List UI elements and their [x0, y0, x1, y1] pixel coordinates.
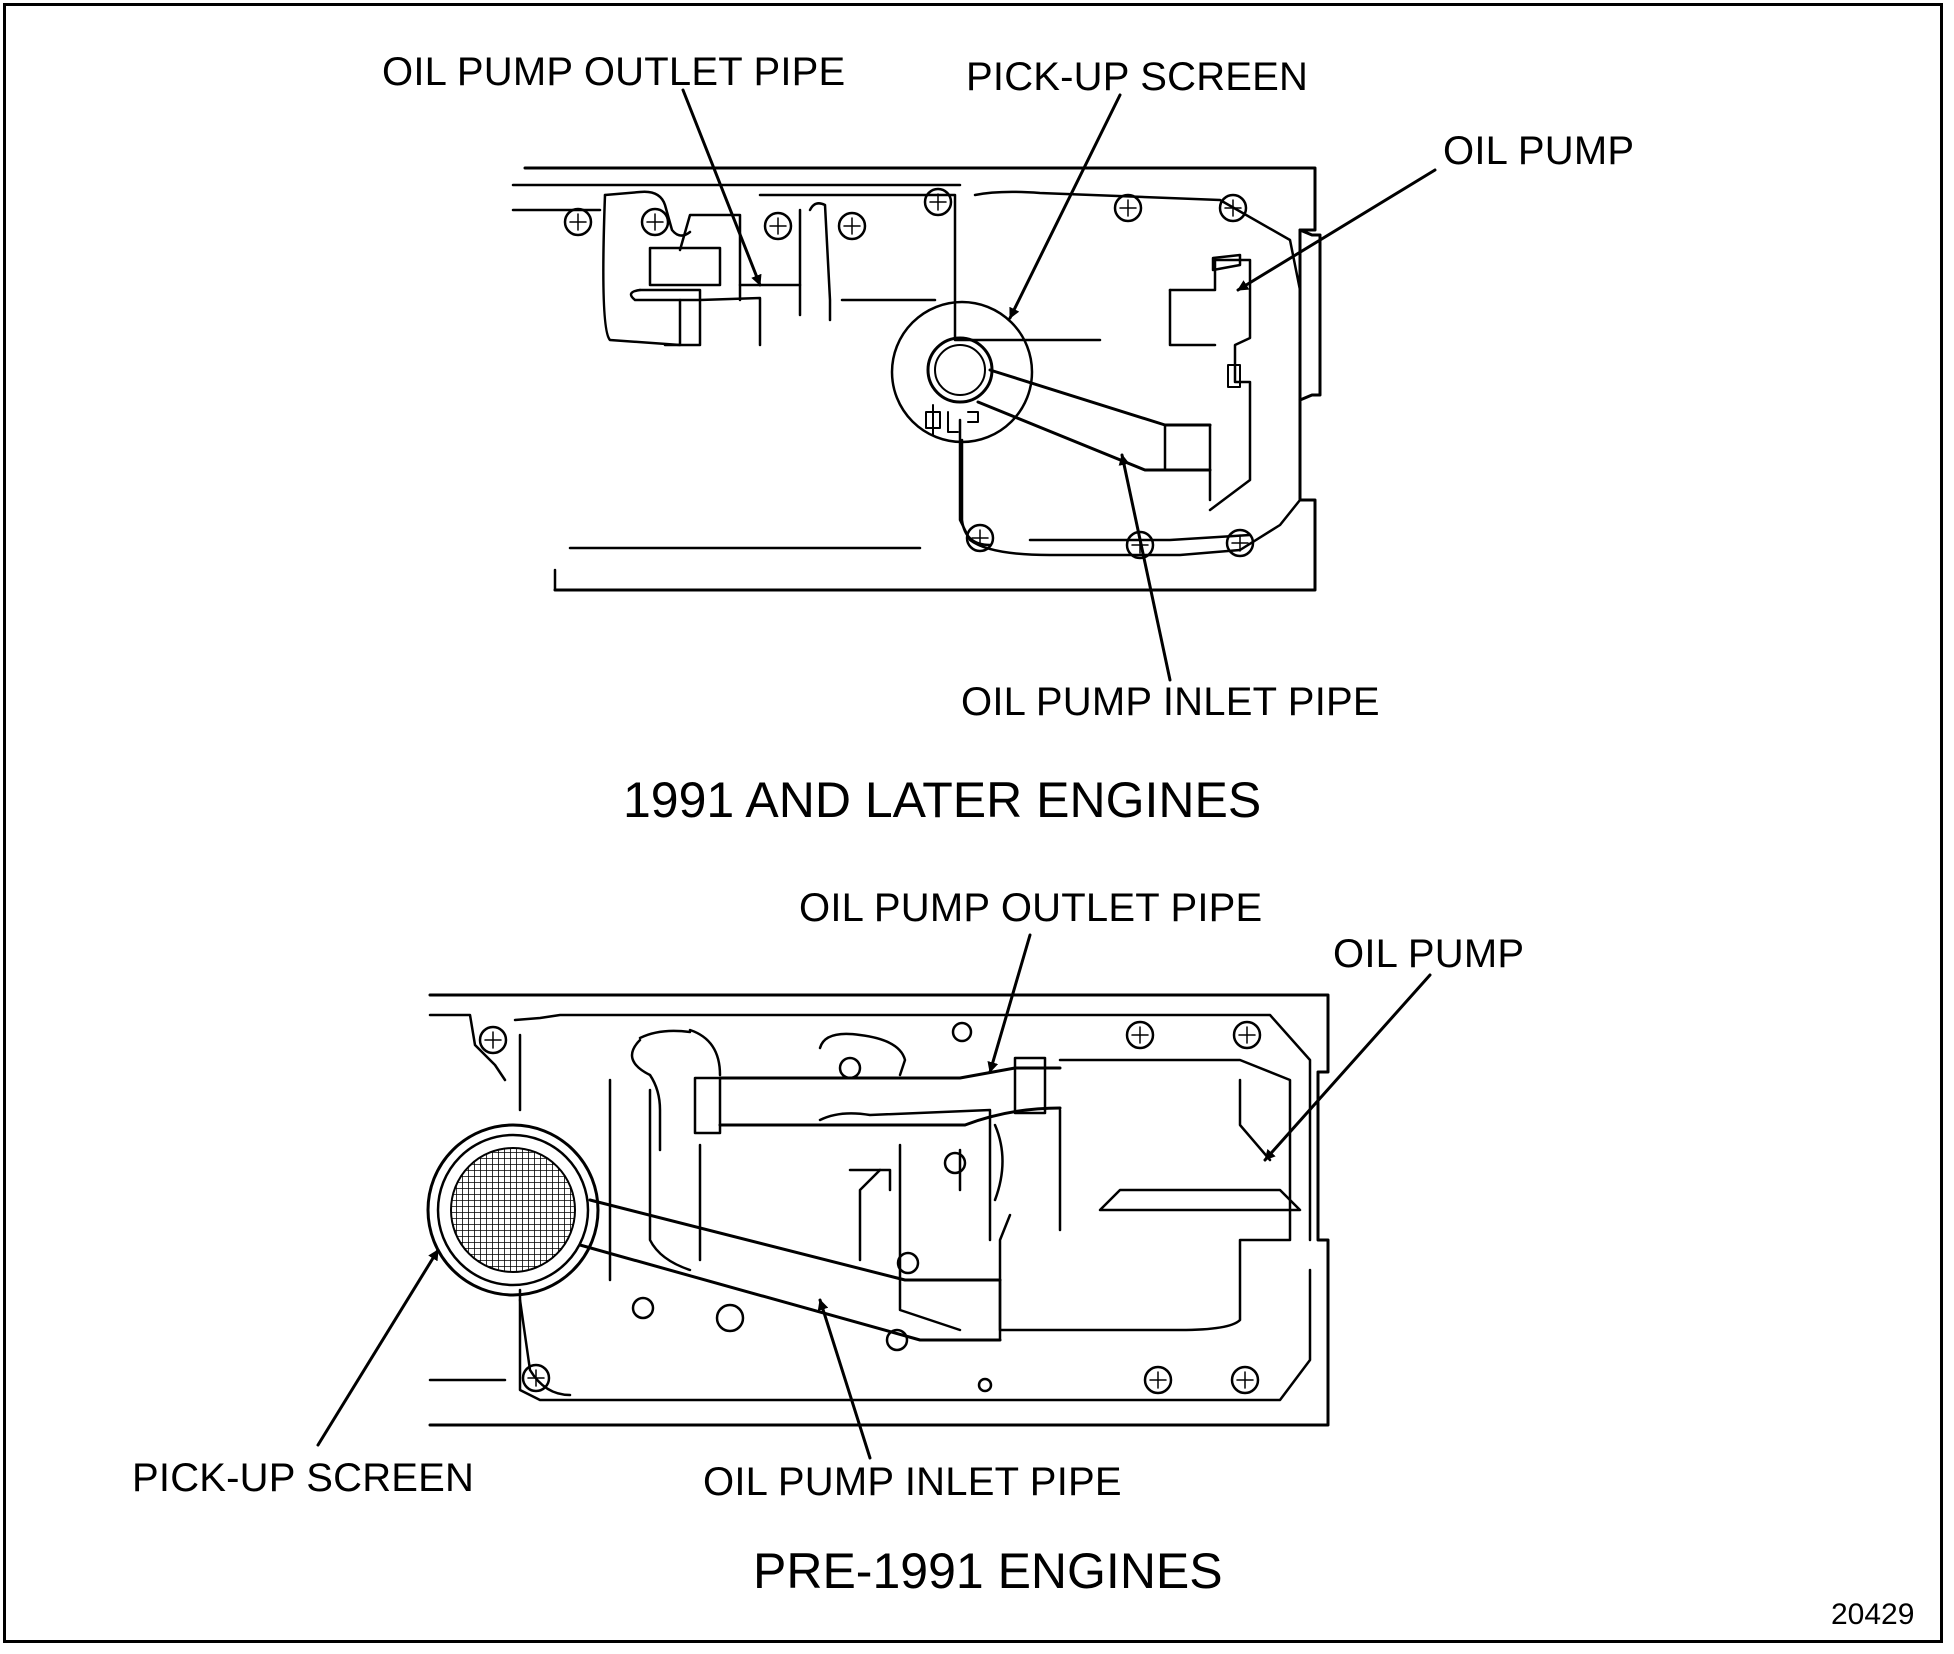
- top-oil-pump-label: OIL PUMP: [1443, 129, 1635, 173]
- top-inlet-pipe-leader: [1118, 453, 1172, 682]
- bottom-view-caption: PRE-1991 ENGINES: [753, 1543, 1223, 1599]
- bottom-oil-pump-leader: [1263, 973, 1432, 1162]
- top-oil-pump-leader: [1236, 168, 1437, 292]
- bottom-outlet-pipe-leader: [987, 933, 1032, 1074]
- top-inlet-pipe-label: OIL PUMP INLET PIPE: [961, 680, 1380, 724]
- top-outlet-pipe-label: OIL PUMP OUTLET PIPE: [382, 50, 846, 94]
- top-outlet-pipe-leader: [681, 88, 762, 287]
- top-oil-pump-body: [1168, 258, 1252, 512]
- bottom-pickup-screen: [426, 1123, 600, 1297]
- top-view-caption: 1991 AND LATER ENGINES: [623, 772, 1262, 828]
- top-engine-view: [511, 166, 1322, 592]
- bottom-outlet-pipe-label: OIL PUMP OUTLET PIPE: [799, 886, 1263, 930]
- top-pickup-screen: [890, 300, 1034, 444]
- bottom-inlet-pipe: [578, 1198, 1002, 1342]
- figure-number: 20429: [1831, 1598, 1915, 1631]
- bottom-oil-pump-body: [998, 1058, 1292, 1332]
- bottom-pickup-screen-label: PICK-UP SCREEN: [132, 1456, 475, 1500]
- top-pan-bolts: [563, 187, 1255, 560]
- bottom-inlet-pipe-label: OIL PUMP INLET PIPE: [703, 1460, 1122, 1504]
- bottom-inlet-pipe-leader: [817, 1298, 872, 1460]
- bottom-pan-bolts: [478, 1020, 1262, 1395]
- bottom-oil-pump-label: OIL PUMP: [1333, 932, 1525, 976]
- bottom-oil-pan-outline: [428, 993, 1330, 1427]
- top-pickup-screen-leader: [1008, 93, 1122, 320]
- top-oil-pan-outline: [523, 166, 1317, 592]
- bottom-pickup-screen-leader: [316, 1248, 440, 1447]
- top-pickup-screen-label: PICK-UP SCREEN: [966, 55, 1309, 99]
- bottom-engine-view: [426, 993, 1330, 1427]
- figure-frame: [3, 3, 1943, 1643]
- bottom-outlet-pipe: [718, 1066, 1062, 1127]
